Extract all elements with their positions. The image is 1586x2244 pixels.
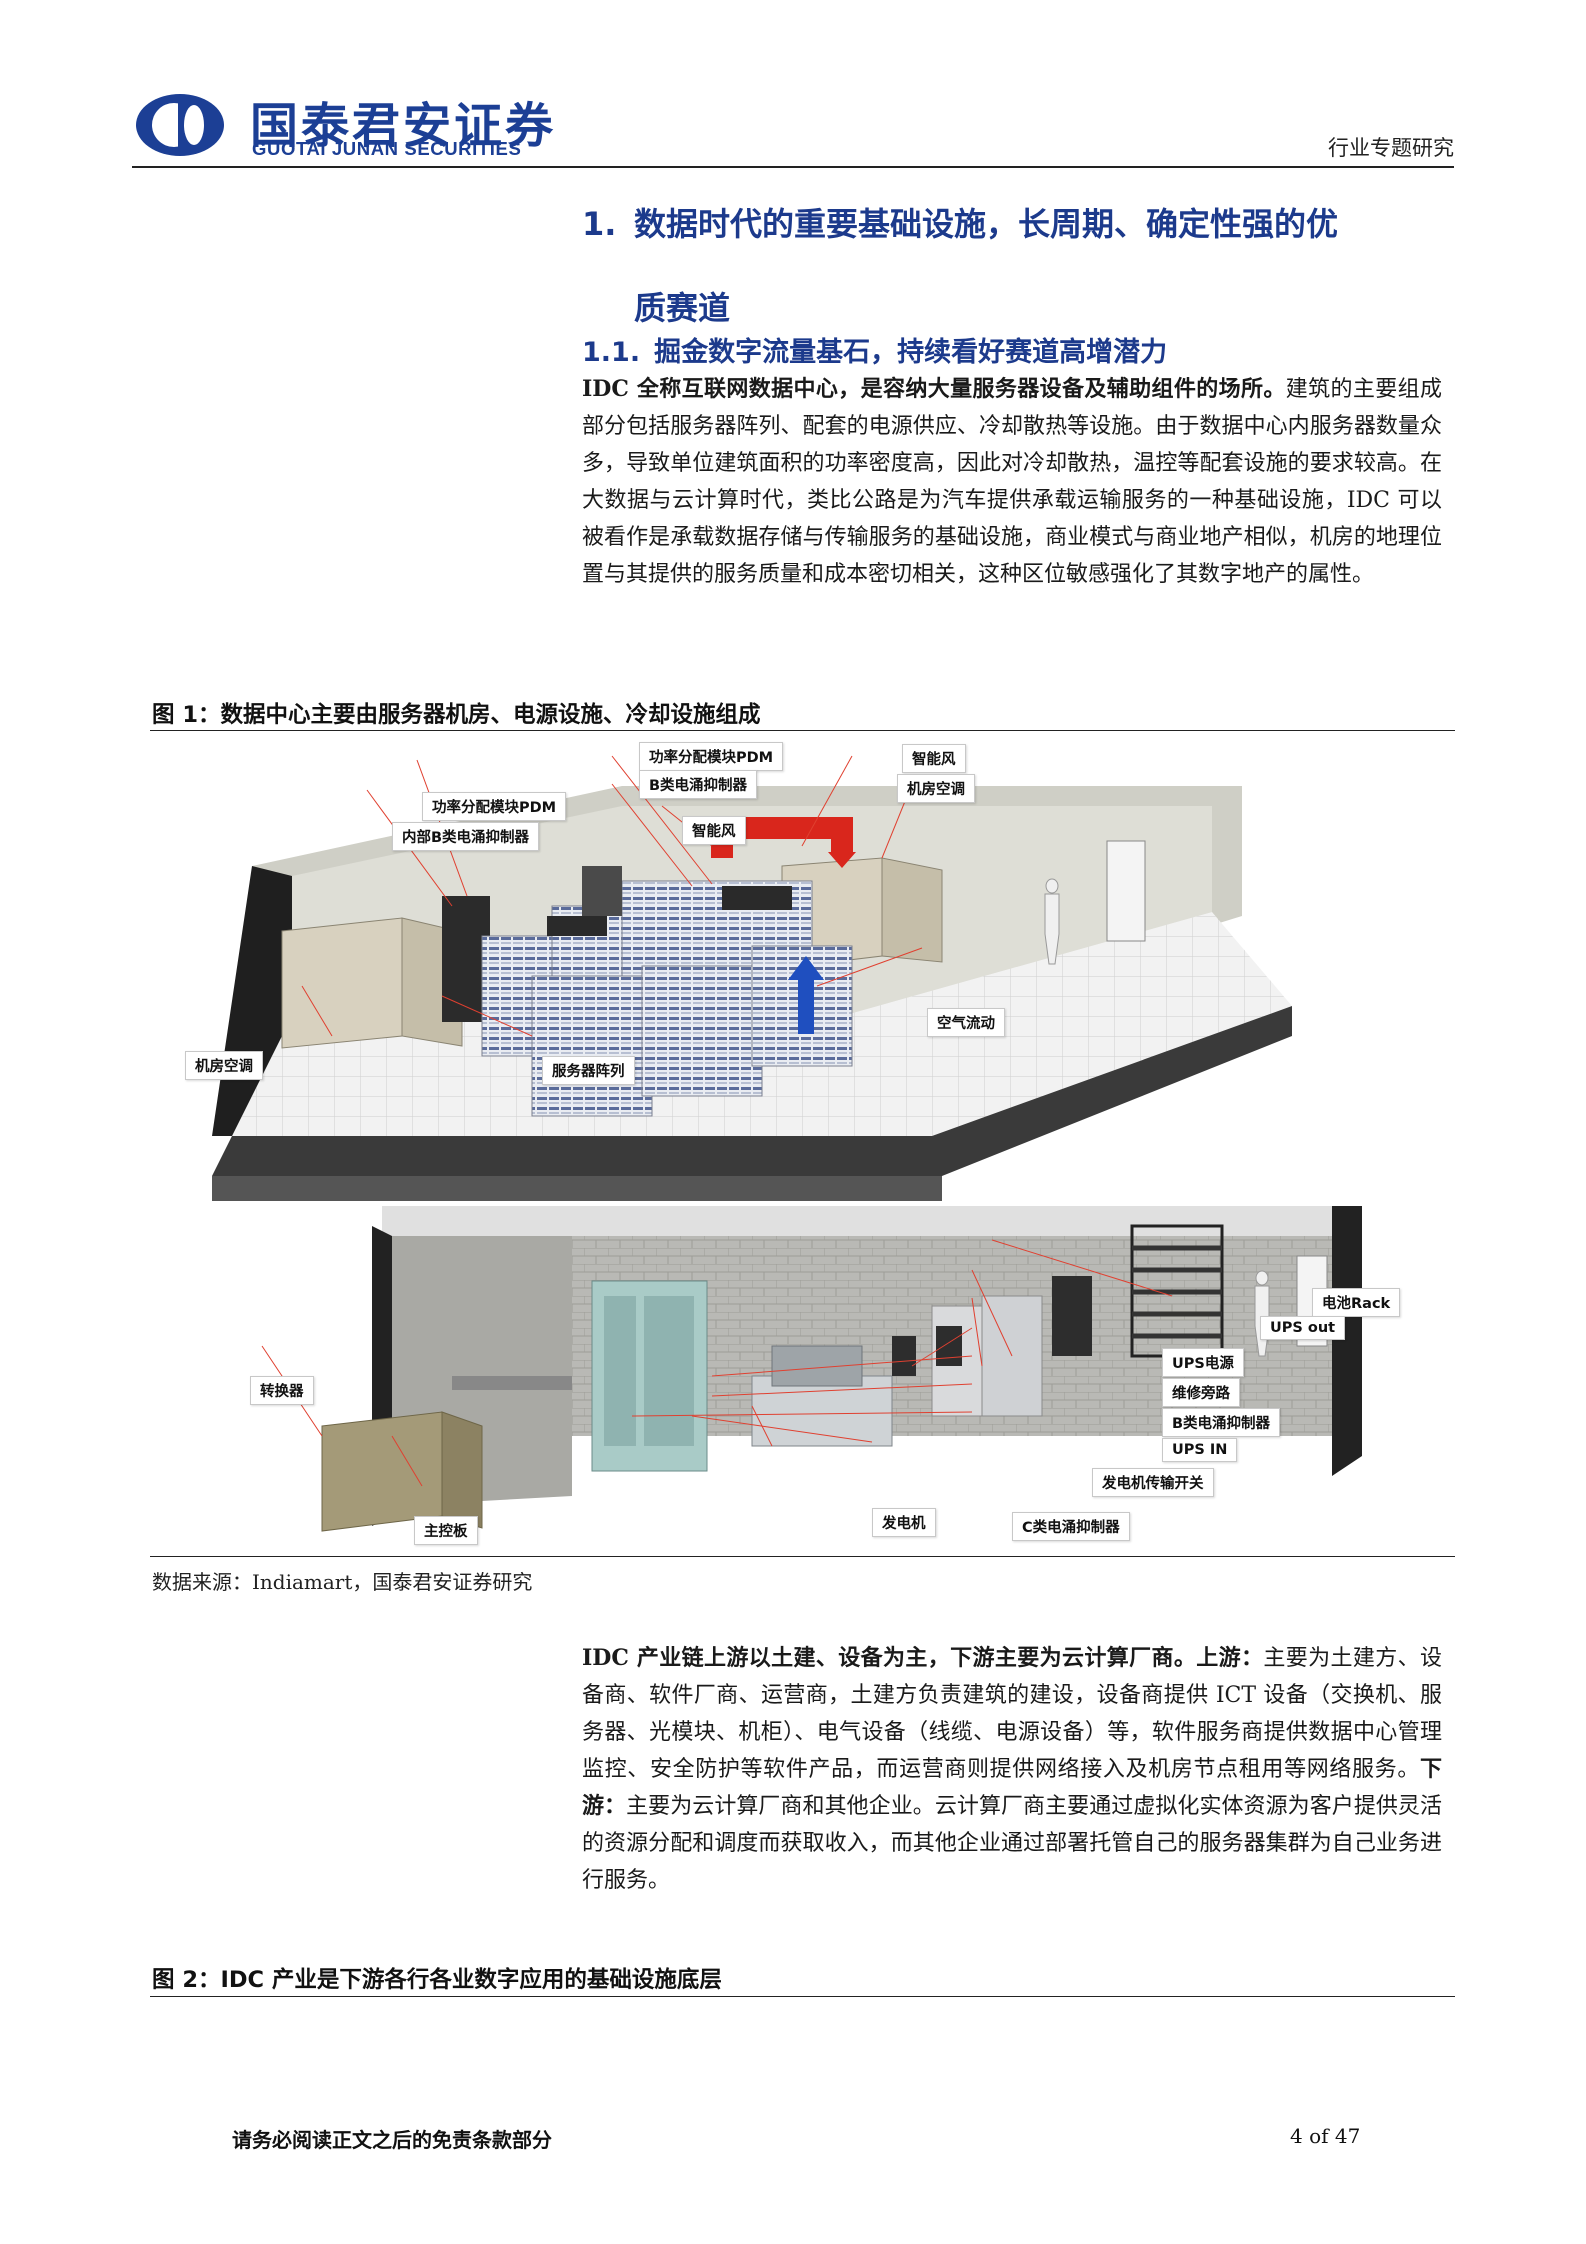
room-ac-left <box>281 917 463 1049</box>
section-1-1-title: 掘金数字流量基石，持续看好赛道高增潜力 <box>654 337 1168 368</box>
label-b-surge-suppressor-bottom: B类电涌抑制器 <box>1162 1408 1281 1437</box>
airflow-arrow <box>788 956 824 1034</box>
label-maintenance-bypass: 维修旁路 <box>1162 1378 1240 1407</box>
label-room-ac-right: 机房空调 <box>897 774 975 803</box>
label-inner-b-surge-suppressor: 内部B类电涌抑制器 <box>392 822 540 851</box>
label-converter: 转换器 <box>250 1376 314 1405</box>
label-c-surge-suppressor: C类电涌抑制器 <box>1012 1512 1130 1541</box>
section-1-1-number: 1.1. <box>582 337 641 368</box>
paragraph-industry-chain: IDC 产业链上游以土建、设备为主，下游主要为云计算厂商。上游：主要为土建方、设… <box>582 1640 1442 1899</box>
lower-floor-power-room <box>321 1206 1362 1532</box>
label-main-control-board: 主控板 <box>414 1516 478 1545</box>
label-ups-out: UPS out <box>1260 1316 1346 1340</box>
figure-1-caption: 图 1：数据中心主要由服务器机房、电源设施、冷却设施组成 <box>152 702 761 728</box>
label-ups-power: UPS电源 <box>1162 1348 1244 1377</box>
label-generator: 发电机 <box>872 1508 936 1537</box>
footer-disclaimer: 请务必阅读正文之后的免责条款部分 <box>232 2128 552 2152</box>
section-1-1-heading: 1.1. 掘金数字流量基石，持续看好赛道高增潜力 <box>582 330 1167 369</box>
figure-1-bottom-rule <box>150 1556 1455 1557</box>
data-center-illustration: 功率分配模块PDM 内部B类电涌抑制器 功率分配模块PDM B类电涌抑制器 智能… <box>152 736 1454 1556</box>
label-smart-fan-top: 智能风 <box>902 744 966 773</box>
section-1-title-line1: 数据时代的重要基础设施，长周期、确定性强的优 <box>634 205 1339 243</box>
label-pdm-left: 功率分配模块PDM <box>422 792 567 821</box>
section-1-heading: 1. 数据时代的重要基础设施，长周期、确定性强的优 质赛道 <box>582 182 1452 350</box>
guotai-junan-logo-icon <box>136 94 224 156</box>
label-pdm-top: 功率分配模块PDM <box>639 742 784 771</box>
battery-racks <box>1130 1224 1224 1358</box>
label-air-flow: 空气流动 <box>927 1008 1005 1037</box>
paragraph-2-downstream-lead: 下游： <box>582 1756 1442 1819</box>
server-racks <box>481 866 853 1117</box>
converter-unit <box>321 1376 572 1532</box>
paragraph-2-lead: IDC 产业链上游以土建、设备为主，下游主要为云计算厂商。上游： <box>582 1645 1264 1671</box>
figure-1-top-rule <box>150 730 1455 731</box>
label-battery-rack: 电池Rack <box>1312 1288 1401 1317</box>
paragraph-1-lead: IDC 全称互联网数据中心，是容纳大量服务器设备及辅助组件的场所。 <box>582 376 1286 402</box>
header-rule <box>132 166 1454 168</box>
label-generator-transfer-switch: 发电机传输开关 <box>1092 1468 1214 1497</box>
section-1-number: 1. <box>582 205 617 243</box>
paragraph-1-body: 建筑的主要组成部分包括服务器阵列、配套的电源供应、冷却散热等设施。由于数据中心内… <box>582 377 1442 587</box>
label-b-surge-suppressor-top: B类电涌抑制器 <box>639 770 758 799</box>
data-center-cutaway-diagram <box>212 755 1362 1532</box>
paragraph-2-downstream: 主要为云计算厂商和其他企业。云计算厂商主要通过虚拟化实体资源为客户提供灵活的资源… <box>582 1794 1442 1893</box>
company-logo-english: GUOTAI JUNAN SECURITIES <box>252 138 522 159</box>
label-room-ac-left: 机房空调 <box>185 1051 263 1080</box>
figure-2-caption: 图 2：IDC 产业是下游各行各业数字应用的基础设施底层 <box>152 1967 722 1993</box>
main-switchgear <box>591 1280 708 1472</box>
figure-1-source: 数据来源：Indiamart，国泰君安证券研究 <box>152 1570 533 1594</box>
upper-floor-server-room <box>212 786 1292 1201</box>
report-type: 行业专题研究 <box>1328 136 1454 160</box>
paragraph-idc-definition: IDC 全称互联网数据中心，是容纳大量服务器设备及辅助组件的场所。建筑的主要组成… <box>582 371 1442 593</box>
section-1-title-line2: 质赛道 <box>634 289 731 327</box>
label-ups-in: UPS IN <box>1162 1438 1238 1462</box>
page-number: 4 of 47 <box>1290 2124 1361 2148</box>
figure-2-top-rule <box>150 1996 1455 1997</box>
label-smart-fan-mid: 智能风 <box>682 816 746 845</box>
label-server-array: 服务器阵列 <box>542 1056 635 1085</box>
paragraph-2-upstream: 主要为土建方、设备商、软件厂商、运营商，土建方负责建筑的建设，设备商提供 ICT… <box>582 1646 1442 1782</box>
company-logo-chinese: 国泰君安证券 <box>250 98 557 154</box>
